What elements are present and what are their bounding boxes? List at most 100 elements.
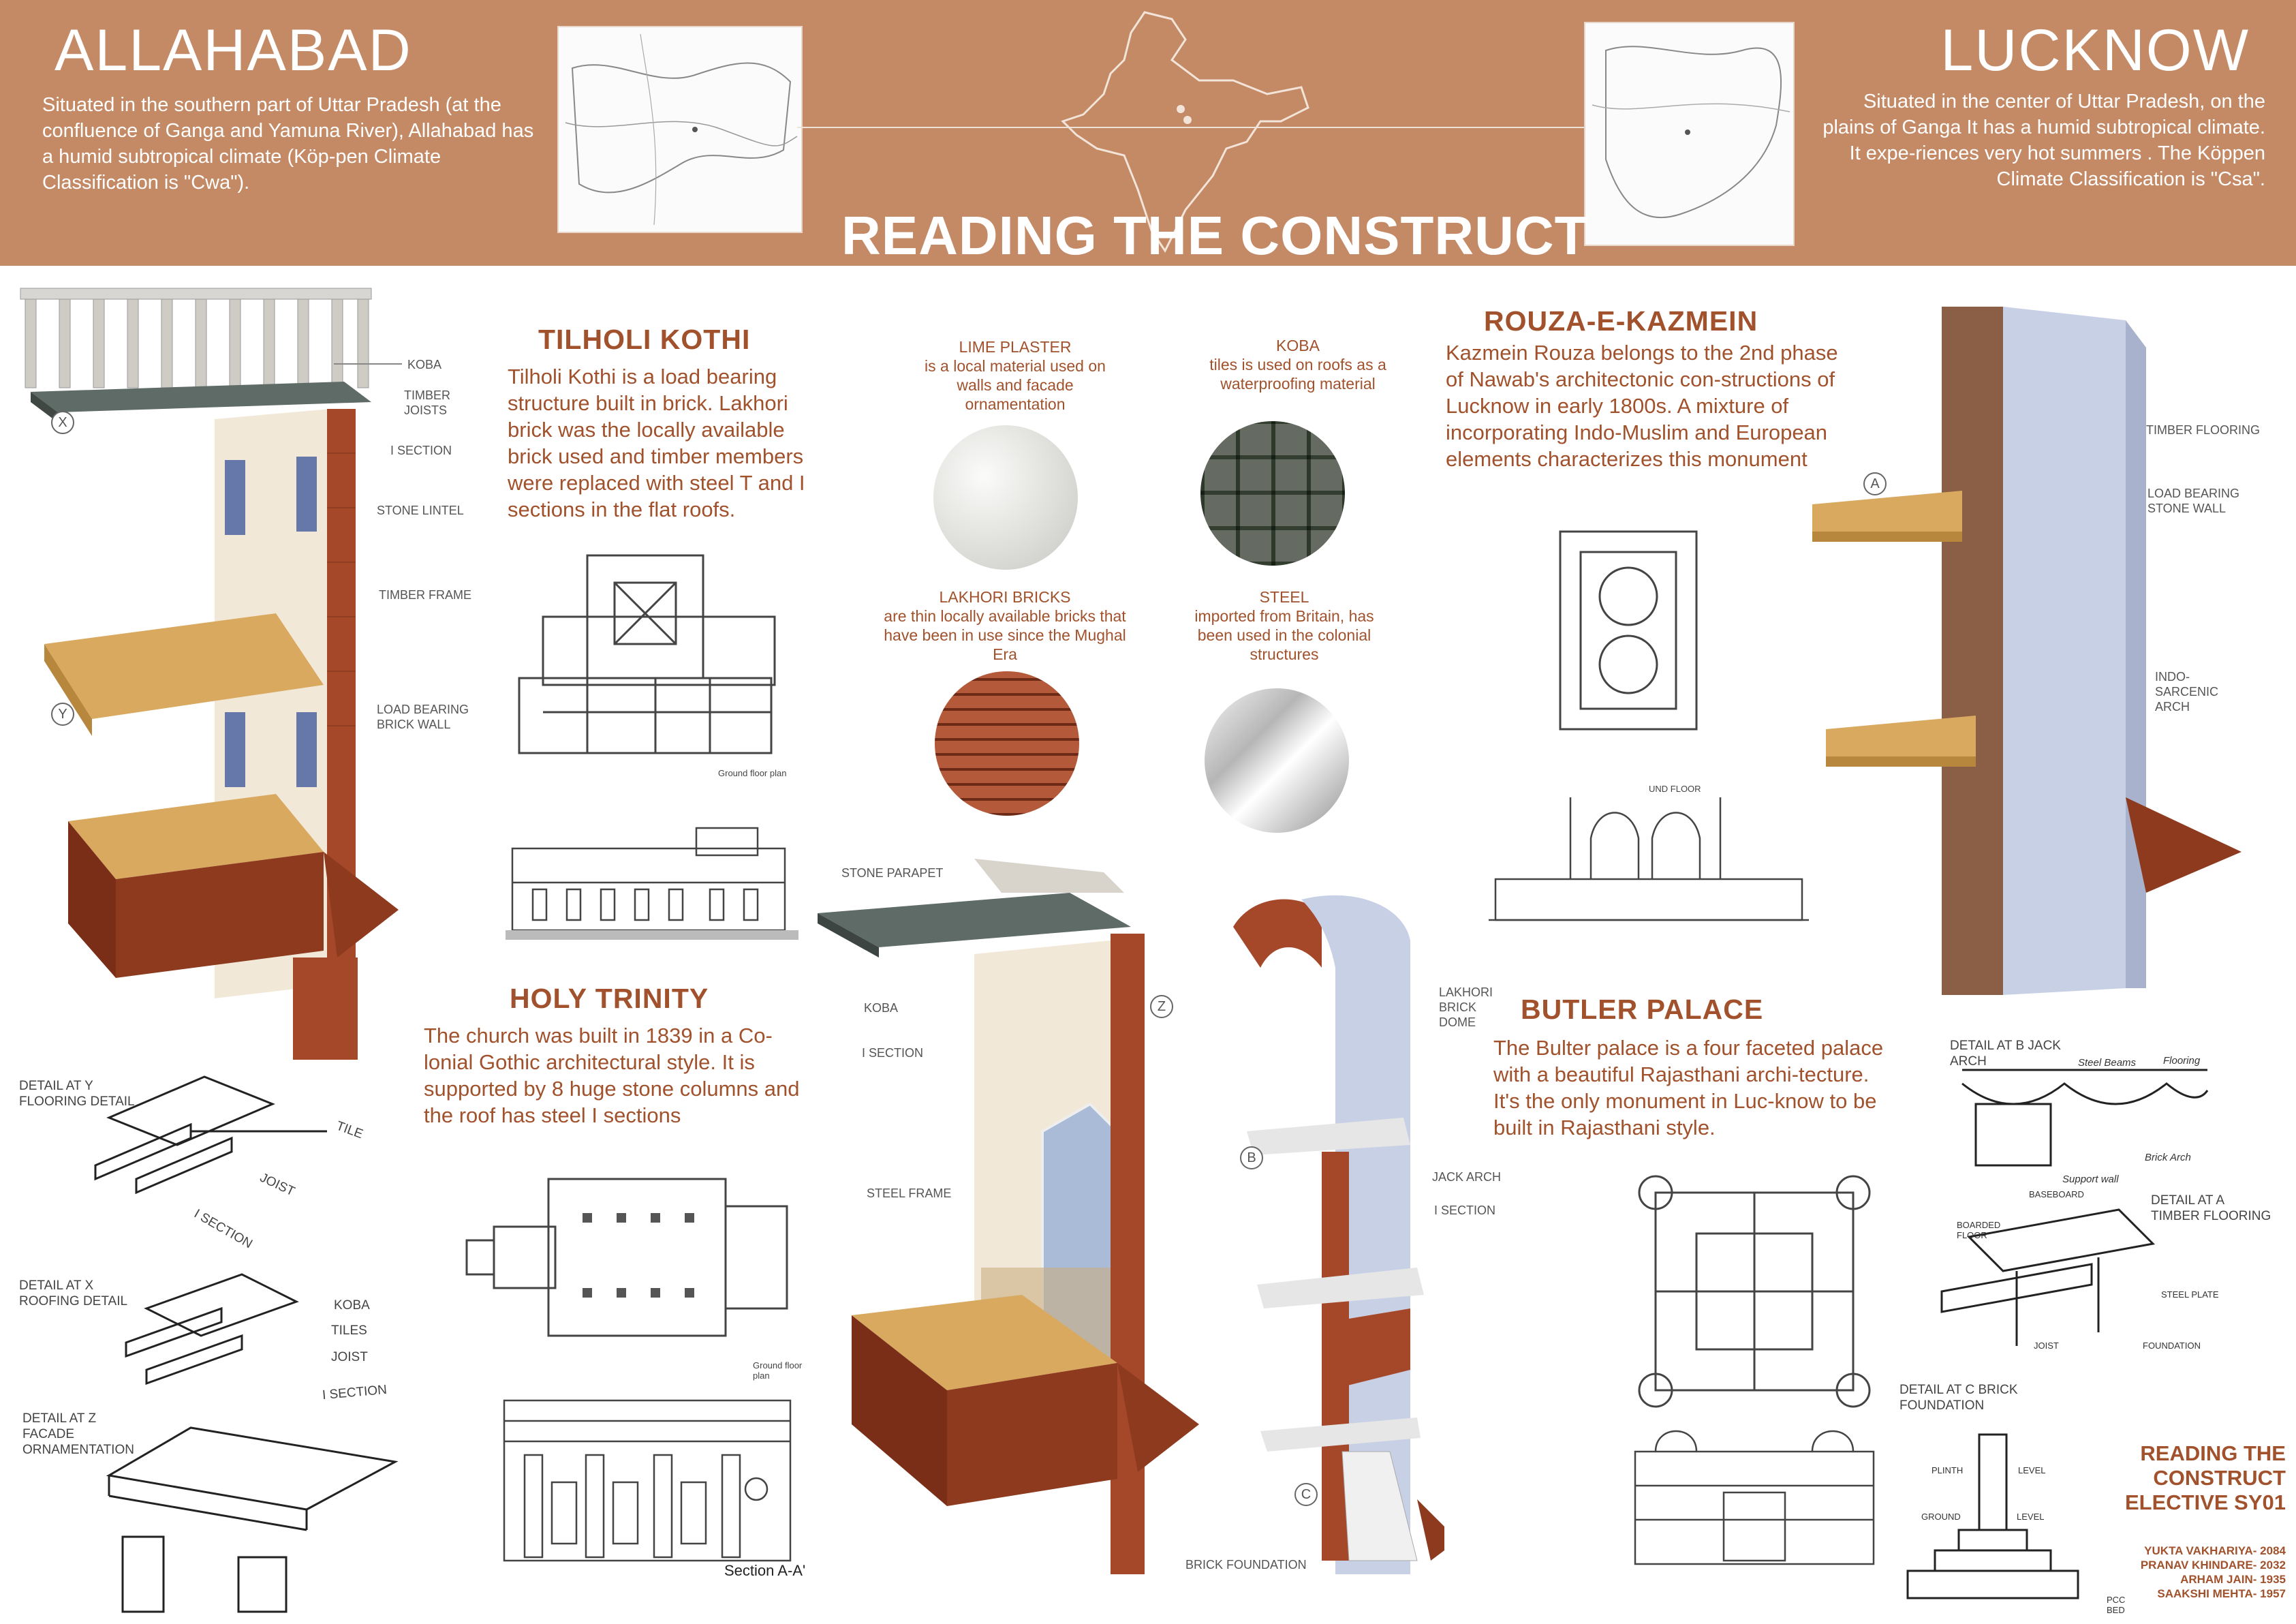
right-city-title: LUCKNOW	[1940, 18, 2250, 83]
credit-3: ARHAM JAIN- 1935	[2180, 1573, 2286, 1586]
butler-text: The Bulter palace is a four faceted pala…	[1493, 1036, 1884, 1139]
credit-1: YUKTA VAKHARIYA- 2084	[2144, 1544, 2286, 1557]
rouza-floor-plan: UND FLOOR	[1540, 504, 1717, 794]
holy-trinity-plan-caption: Ground floor plan	[753, 1360, 803, 1381]
right-city-desc: Situated in the center of Uttar Pradesh,…	[1822, 91, 2265, 190]
marker-x: X	[51, 411, 74, 434]
left-city-title: ALLAHABAD	[55, 18, 412, 83]
callout-koba-ht: KOBA	[864, 1001, 899, 1015]
detail-c-note-level-2: LEVEL	[2017, 1512, 2045, 1522]
connector-line-left	[797, 127, 1185, 128]
detail-b-note-steel-beams: Steel Beams	[2078, 1057, 2137, 1069]
callout-stone-parapet: STONE PARAPET	[841, 866, 944, 880]
detail-x-note-i-section: I SECTION	[322, 1382, 388, 1403]
tilholi-kothi-model	[17, 276, 412, 1060]
material-lakhori-title: LAKHORI BRICKS	[939, 588, 1071, 606]
footer-title: READING THE CONSTRUCT ELECTIVE SY01	[2124, 1441, 2286, 1514]
lakhori-brick-swatch	[935, 671, 1079, 816]
lime-plaster-swatch	[933, 425, 1078, 570]
tilholi-plan-caption: Ground floor plan	[718, 768, 787, 778]
credit-2: PRANAV KHINDARE- 2032	[2140, 1559, 2286, 1572]
butler-palace-model	[1226, 886, 1444, 1574]
callout-lakhori-brick-dome: LAKHORI BRICK DOME	[1439, 985, 1493, 1029]
connector-line-right	[1185, 127, 1587, 128]
callout-i-section-bp: I SECTION	[1434, 1204, 1496, 1217]
detail-x-note-koba: KOBA	[334, 1298, 370, 1313]
lucknow-map	[1584, 22, 1795, 246]
allahabad-map	[557, 26, 803, 233]
butler-title: BUTLER PALACE	[1521, 994, 1764, 1025]
header-banner: ALLAHABAD Situated in the southern part …	[0, 0, 2296, 266]
detail-a-drawing	[1928, 1196, 2160, 1360]
butler-elevation	[1628, 1411, 1880, 1567]
marker-c: C	[1294, 1483, 1318, 1506]
marker-b: B	[1240, 1146, 1263, 1169]
material-steel-title: STEEL	[1259, 588, 1309, 606]
marker-y: Y	[51, 703, 74, 726]
callout-timber-frame: TIMBER FRAME	[379, 588, 472, 602]
callout-steel-frame: STEEL FRAME	[867, 1186, 952, 1200]
detail-b-note-brick-arch: Brick Arch	[2145, 1152, 2191, 1163]
callout-i-section: I SECTION	[390, 444, 452, 457]
detail-y-label: DETAIL AT Y FLOORING DETAIL	[19, 1079, 135, 1109]
callout-timber-flooring: TIMBER FLOORING	[2146, 423, 2261, 437]
detail-x-drawing	[119, 1261, 324, 1404]
tilholi-title: TILHOLI KOTHI	[538, 324, 751, 355]
holy-trinity-section	[497, 1387, 797, 1564]
detail-b-label: DETAIL AT B JACK ARCH	[1950, 1039, 2061, 1069]
tilholi-elevation	[506, 821, 798, 944]
holy-trinity-title: HOLY TRINITY	[510, 983, 709, 1014]
detail-a-label: DETAIL AT A TIMBER FLOORING	[2151, 1193, 2271, 1223]
holy-trinity-section-caption: Section A-A'	[724, 1562, 806, 1579]
butler-floor-plan	[1622, 1172, 1894, 1411]
callout-timber-joists: TIMBER JOISTS	[404, 388, 451, 417]
detail-x-note-joist: JOIST	[331, 1350, 368, 1364]
material-lakhori-desc: are thin locally available bricks that h…	[884, 607, 1126, 663]
callout-brick-foundation: BRICK FOUNDATION	[1185, 1558, 1307, 1572]
callout-koba: KOBA	[407, 358, 442, 371]
rouza-plan-caption: UND FLOOR	[1649, 784, 1701, 794]
detail-c-label: DETAIL AT C BRICK FOUNDATION	[1899, 1383, 2018, 1413]
detail-a-note-steel-plate: STEEL PLATE	[2161, 1289, 2219, 1300]
detail-z-drawing	[102, 1421, 402, 1619]
left-city-desc: Situated in the southern part of Uttar P…	[42, 94, 534, 194]
koba-swatch	[1200, 421, 1345, 566]
callout-load-bearing-brick-wall: LOAD BEARING BRICK WALL	[377, 703, 469, 731]
detail-a-note-foundation: FOUNDATION	[2143, 1340, 2201, 1351]
material-koba-desc: tiles is used on roofs as a waterproofin…	[1209, 356, 1386, 393]
detail-a-note-boarded-floor: BOARDED FLOOR	[1957, 1220, 2001, 1240]
detail-a-note-joist: JOIST	[2034, 1340, 2059, 1351]
detail-b-note-support-wall: Support wall	[2062, 1174, 2119, 1185]
callout-line	[334, 363, 402, 365]
tilholi-text: Tilholi Kothi is a load bearing structur…	[508, 365, 805, 521]
rouza-text: Kazmein Rouza belongs to the 2nd phase o…	[1446, 341, 1838, 471]
detail-y-drawing	[68, 1063, 368, 1247]
rouza-title: ROUZA-E-KAZMEIN	[1484, 305, 1758, 337]
detail-x-note-tiles: TILES	[331, 1323, 367, 1338]
callout-i-section-ht: I SECTION	[862, 1046, 924, 1060]
material-lime-plaster-title: LIME PLASTER	[959, 338, 1072, 356]
callout-stone-lintel: STONE LINTEL	[377, 504, 464, 517]
detail-b-note-flooring: Flooring	[2163, 1055, 2201, 1067]
detail-c-note-ground: GROUND	[1921, 1512, 1961, 1522]
detail-x-label: DETAIL AT X ROOFING DETAIL	[19, 1278, 128, 1308]
callout-jack-arch: JACK ARCH	[1432, 1170, 1502, 1184]
main-title: READING THE CONSTRUCT	[841, 205, 1589, 266]
detail-a-note-baseboard: BASEBOARD	[2029, 1189, 2084, 1199]
marker-z: Z	[1150, 995, 1173, 1018]
credits-block: YUKTA VAKHARIYA- 2084 PRANAV KHINDARE- 2…	[2112, 1544, 2286, 1601]
credit-4: SAAKSHI MEHTA- 1957	[2157, 1587, 2286, 1600]
steel-swatch	[1205, 688, 1349, 833]
material-lime-plaster-desc: is a local material used on walls and fa…	[925, 357, 1106, 413]
detail-c-note-plinth: PLINTH	[1932, 1465, 1964, 1475]
tilholi-floor-plan: Ground floor plan	[506, 542, 812, 787]
detail-c-note-pcc-bed: PCC BED	[2107, 1595, 2126, 1615]
detail-c-drawing	[1894, 1428, 2098, 1605]
holy-trinity-text: The church was built in 1839 in a Co-lon…	[424, 1024, 800, 1127]
material-steel-desc: imported from Britain, has been used in …	[1194, 607, 1374, 663]
india-map-outline	[1042, 5, 1315, 258]
detail-b-drawing	[1955, 1063, 2214, 1179]
rouza-elevation	[1482, 791, 1816, 927]
detail-z-label: DETAIL AT Z FACADE ORNAMENTATION	[22, 1411, 134, 1457]
holy-trinity-model	[818, 845, 1199, 1574]
